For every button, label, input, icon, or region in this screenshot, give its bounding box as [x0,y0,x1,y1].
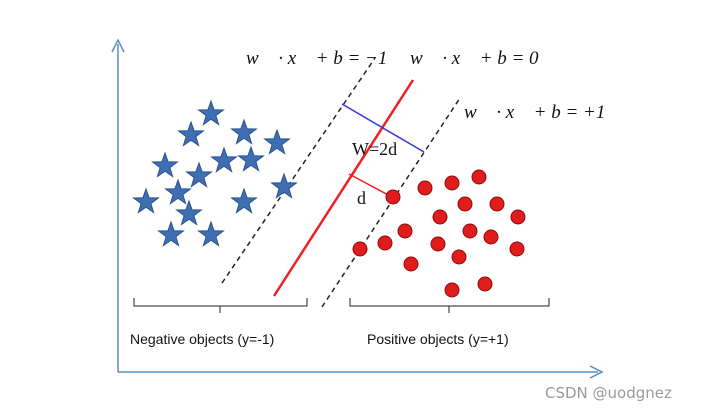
circle-icon [451,249,467,265]
positive-group-caption: Positive objects (y=+1) [367,331,509,347]
axes [111,38,604,379]
star-icon [210,146,238,173]
star-icon [185,161,213,188]
circle-icon [489,196,505,212]
star-icon [132,187,160,214]
star-icon [197,220,225,247]
circle-icon [483,229,499,245]
equation-hyperplane: w⃗ · x⃗ + b = 0 [410,48,539,69]
negative-group-bracket [133,298,308,313]
star-icon [197,99,225,126]
distance-line [348,173,393,198]
circle-icon [444,282,460,298]
star-icon [157,220,185,247]
negative-group-caption: Negative objects (y=-1) [130,331,274,347]
positive-margin-line [321,97,461,308]
star-icon [177,120,205,147]
y-axis-arrowhead [111,38,125,53]
circle-icon [377,235,393,251]
margin-width-line [341,103,425,153]
circle-icon [477,276,493,292]
watermark: CSDN @uodgnez [545,384,672,402]
star-icon [263,128,291,155]
circle-icon [403,256,419,272]
positive-group-bracket [349,298,550,313]
circle-icon [444,175,460,191]
star-icon [164,178,192,205]
circle-icon [471,169,487,185]
equation-positive-margin: w⃗ · x⃗ + b = +1 [464,102,605,123]
negative-margin-line [221,57,376,284]
star-icon [230,118,258,145]
star-icon [151,151,179,178]
circle-icon [385,189,401,205]
circle-icon [509,241,525,257]
circle-icon [397,223,413,239]
star-icon [175,199,203,226]
x-axis-arrowhead [589,365,604,379]
circle-icon [417,180,433,196]
positive-objects [352,169,526,298]
circle-icon [430,236,446,252]
circle-icon [432,209,448,225]
circle-icon [352,241,368,257]
width-label: W=2d [352,139,397,159]
negative-objects [132,99,298,247]
equation-negative-margin: w⃗ · x⃗ + b = −1 [246,48,387,69]
star-icon [270,172,298,199]
separating-hyperplane [272,79,415,297]
circle-icon [462,223,478,239]
distance-label: d [357,188,366,208]
star-icon [237,145,265,172]
star-icon [230,187,258,214]
circle-icon [510,209,526,225]
circle-icon [457,196,473,212]
